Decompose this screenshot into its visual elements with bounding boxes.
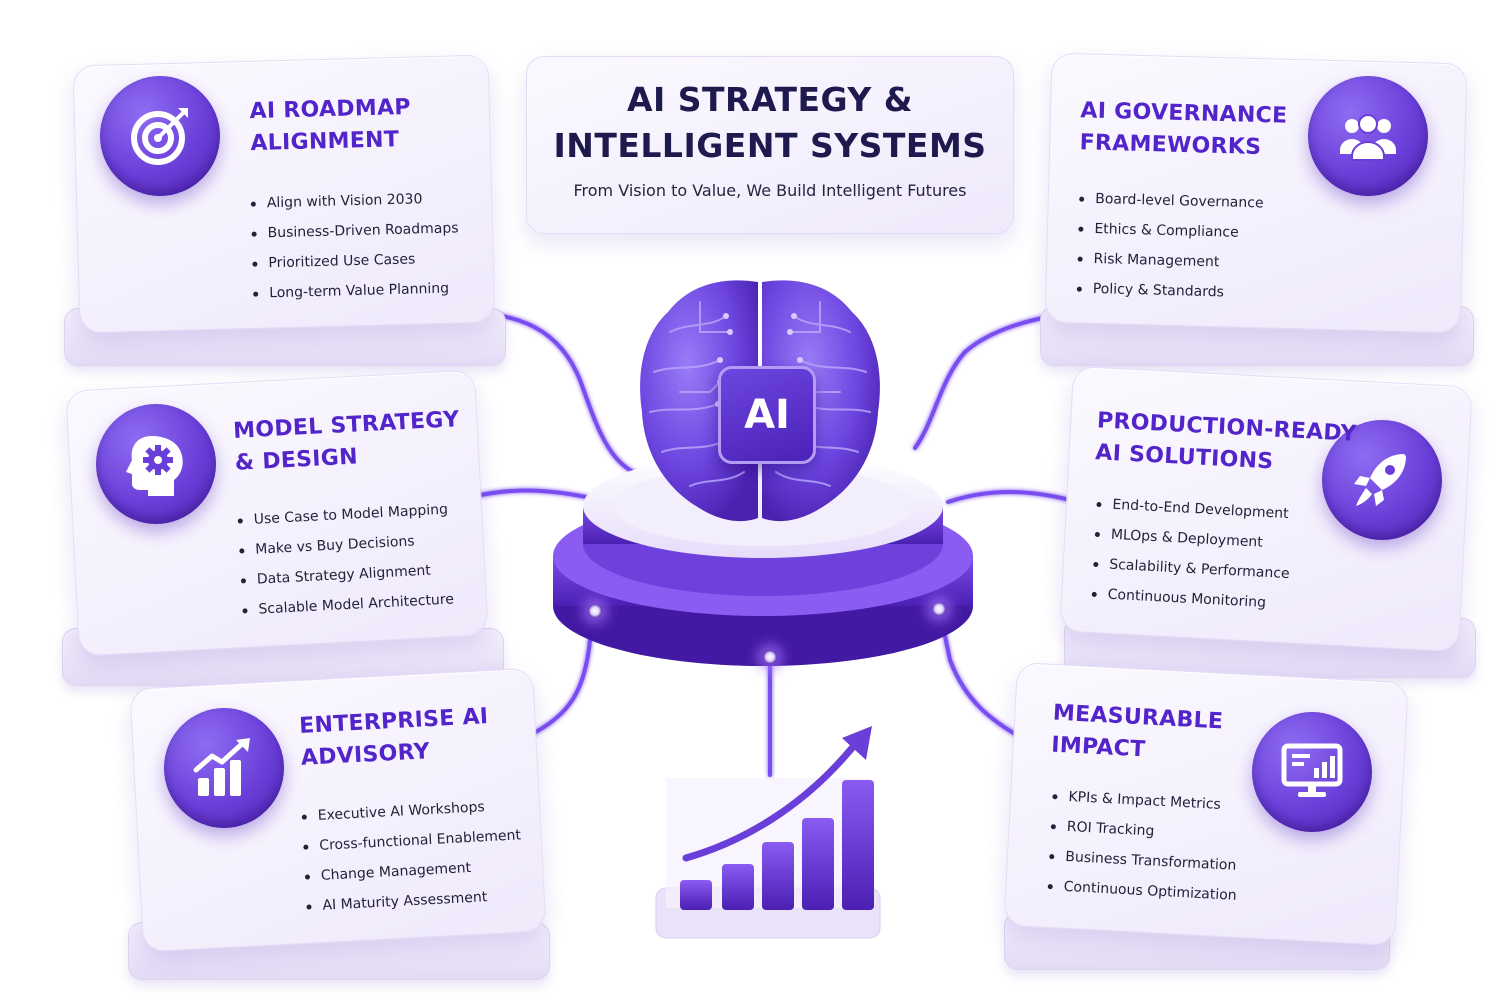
glow-node — [763, 650, 777, 664]
trend-arrow — [682, 744, 856, 862]
page-title-line2: INTELLIGENT SYSTEMS — [553, 126, 987, 165]
chart-bar — [762, 842, 794, 910]
connector-advisory — [528, 610, 594, 737]
list-item: Board-level Governance — [1079, 184, 1264, 219]
advisory-list: Executive AI Workshops Cross-functional … — [301, 790, 525, 921]
list-item: Long-term Value Planning — [253, 273, 461, 308]
governance-title-line2: FRAMEWORKS — [1079, 130, 1262, 161]
connector-impact — [938, 610, 1024, 740]
page-subtitle: From Vision to Value, We Build Intellige… — [573, 181, 967, 200]
list-item: Ethics & Compliance — [1078, 214, 1263, 249]
impact-list: KPIs & Impact Metrics ROI Tracking Busin… — [1047, 781, 1242, 911]
model-title: MODEL STRATEGY & DESIGN — [232, 404, 461, 480]
list-item: Risk Management — [1077, 244, 1262, 279]
roadmap-title-line1: AI ROADMAP — [249, 94, 412, 125]
chart-bar — [722, 864, 754, 910]
list-item: Policy & Standards — [1076, 274, 1261, 309]
rocket-icon — [1322, 420, 1442, 540]
glow-node — [932, 602, 946, 616]
chart-bar — [842, 780, 874, 910]
governance-list: Board-level Governance Ethics & Complian… — [1076, 184, 1264, 309]
chart-bar — [802, 818, 834, 910]
roadmap-title-line2: ALIGNMENT — [250, 127, 400, 157]
target-icon — [100, 76, 220, 196]
production-title: PRODUCTION-READY AI SOLUTIONS — [1095, 405, 1358, 483]
roadmap-list: Align with Vision 2030 Business-Driven R… — [250, 183, 460, 308]
advisory-title: ENTERPRISE AI ADVISORY — [298, 701, 490, 775]
connector-governance — [913, 310, 1080, 450]
chart-bar — [680, 880, 712, 910]
connector-roadmap — [456, 310, 652, 480]
users-icon — [1308, 76, 1428, 196]
page-title-line1: AI STRATEGY & — [626, 80, 914, 119]
production-list: End-to-End Development MLOps & Deploymen… — [1091, 489, 1294, 619]
growth-bar-chart-icon — [655, 726, 881, 939]
title-card: AI STRATEGY & INTELLIGENT SYSTEMS From V… — [526, 56, 1014, 234]
head-gear-icon — [96, 404, 216, 524]
roadmap-title: AI ROADMAP ALIGNMENT — [249, 92, 412, 160]
page-title: AI STRATEGY & INTELLIGENT SYSTEMS — [527, 77, 1013, 169]
glow-node — [588, 604, 602, 618]
impact-title: MEASURABLE IMPACT — [1050, 698, 1224, 771]
connector-production — [946, 490, 1072, 504]
governance-title-line1: AI GOVERNANCE — [1080, 98, 1288, 129]
monitor-chart-icon — [1252, 712, 1372, 832]
ai-chip: AI — [718, 366, 816, 464]
model-list: Use Case to Model Mapping Make vs Buy De… — [237, 495, 455, 626]
growth-chart-icon — [164, 708, 284, 828]
governance-title: AI GOVERNANCE FRAMEWORKS — [1079, 95, 1288, 164]
